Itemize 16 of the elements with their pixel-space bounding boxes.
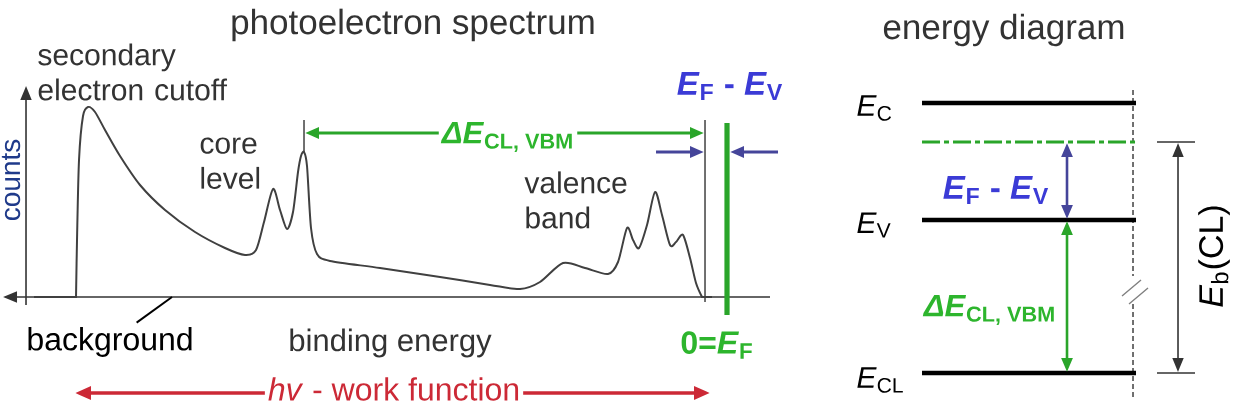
dimension-label: hv - work function bbox=[264, 374, 524, 404]
level-label: 0=E$_{F}$ bbox=[681, 331, 752, 359]
dimension-label: E$_{b}$(CL) bbox=[1198, 206, 1230, 307]
spectrum-curve bbox=[33, 105, 713, 298]
feature-label: valence band bbox=[524, 171, 627, 229]
leader-line bbox=[135, 296, 173, 324]
level-label: E$_{CL}$ bbox=[857, 367, 903, 393]
heading: energy diagram bbox=[883, 13, 1124, 47]
axis-label: binding energy bbox=[290, 328, 492, 358]
heading: photoelectron spectrum bbox=[232, 8, 594, 42]
dimension-label: E$_{F}$ - E$_{V}$ bbox=[677, 72, 783, 100]
feature-label: core level bbox=[200, 137, 260, 189]
level-label: E$_{C}$ bbox=[857, 95, 892, 121]
feature-label: background bbox=[28, 327, 192, 357]
dimension-label: E$_{F}$ - E$_{V}$ bbox=[943, 176, 1049, 204]
level-label: E$_{V}$ bbox=[857, 212, 891, 238]
